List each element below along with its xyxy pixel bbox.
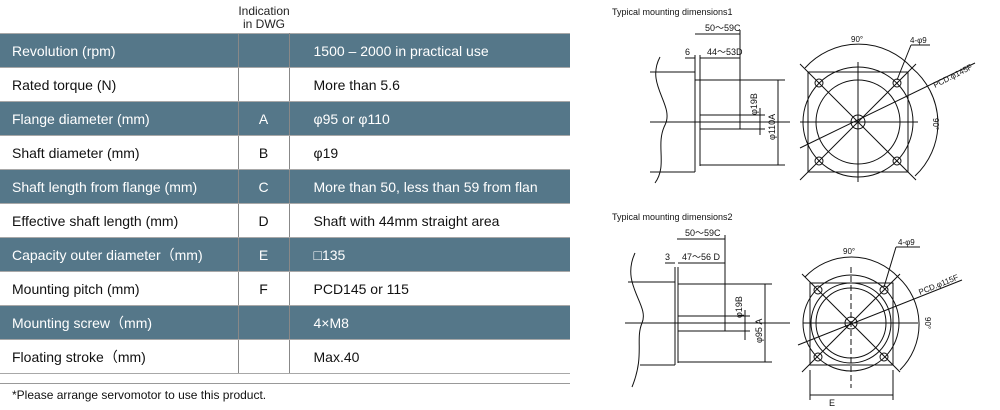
dwg-indication: F bbox=[237, 271, 290, 306]
dim-pcd: PCD.φ115F bbox=[917, 273, 959, 297]
dim-d: 44～53D bbox=[707, 47, 743, 57]
spec-table: Revolution (rpm) 1500 – 2000 in practical… bbox=[0, 33, 570, 374]
spec-value: □135 bbox=[289, 237, 570, 272]
dwg-indication bbox=[237, 67, 290, 102]
dim-angle: 90° bbox=[851, 35, 863, 44]
header-line-2: in DWG bbox=[243, 17, 285, 31]
dim-holes: 4-φ9 bbox=[910, 36, 927, 45]
spec-name: Floating stroke（mm) bbox=[0, 339, 238, 374]
dwg-indication: D bbox=[237, 203, 290, 238]
dwg-indication: B bbox=[237, 135, 290, 170]
dim-d: 47～56 D bbox=[682, 252, 721, 262]
drawing-title: Typical mounting dimensions1 bbox=[612, 7, 733, 17]
dim-b: φ19B bbox=[749, 93, 759, 115]
spec-value: More than 50, less than 59 from flan bbox=[289, 169, 570, 204]
spec-name: Capacity outer diameter（mm) bbox=[0, 237, 238, 272]
divider bbox=[0, 383, 570, 384]
spec-value: Max.40 bbox=[289, 339, 570, 374]
dwg-indication bbox=[237, 33, 290, 68]
table-row: Revolution (rpm) 1500 – 2000 in practical… bbox=[0, 33, 570, 68]
spec-name: Mounting screw（mm) bbox=[0, 305, 238, 340]
spec-value: φ19 bbox=[289, 135, 570, 170]
dim-flange: 3 bbox=[665, 252, 670, 262]
spec-value: 4×M8 bbox=[289, 305, 570, 340]
dwg-indication: A bbox=[237, 101, 290, 136]
spec-value: 1500 – 2000 in practical use bbox=[289, 33, 570, 68]
dwg-indication: C bbox=[237, 169, 290, 204]
table-row: Floating stroke（mm) Max.40 bbox=[0, 339, 570, 374]
dim-angle2: 90° bbox=[931, 118, 940, 130]
table-row: Capacity outer diameter（mm)E□135 bbox=[0, 237, 570, 272]
spec-name: Effective shaft length (mm) bbox=[0, 203, 238, 238]
dim-a: φ110A bbox=[767, 114, 777, 140]
spec-name: Flange diameter (mm) bbox=[0, 101, 238, 136]
spec-name: Revolution (rpm) bbox=[0, 33, 238, 68]
header-line-1: Indication bbox=[238, 4, 290, 18]
dim-a: φ95 A bbox=[754, 319, 764, 343]
dim-pcd: PCD.φ145F bbox=[932, 62, 974, 89]
spec-value: More than 5.6 bbox=[289, 67, 570, 102]
spec-name: Shaft length from flange (mm) bbox=[0, 169, 238, 204]
dim-angle2: 90° bbox=[923, 317, 932, 329]
mounting-drawing-1: Typical mounting dimensions1 50～59C 44～5… bbox=[612, 7, 976, 184]
dim-e: E bbox=[829, 398, 835, 408]
footnote: *Please arrange servomotor to use this p… bbox=[12, 388, 267, 402]
dwg-indication bbox=[237, 305, 290, 340]
table-row: Mounting screw（mm) 4×M8 bbox=[0, 305, 570, 340]
dwg-indication: E bbox=[237, 237, 290, 272]
dim-angle: 90° bbox=[843, 247, 855, 256]
mounting-drawing-2: Typical mounting dimensions2 50～59C 47～5… bbox=[612, 212, 963, 408]
dwg-indication bbox=[237, 339, 290, 374]
dim-holes: 4-φ9 bbox=[898, 238, 915, 247]
spec-value: Shaft with 44mm straight area bbox=[289, 203, 570, 238]
dim-c: 50～59C bbox=[685, 228, 721, 238]
dim-b: φ19B bbox=[734, 296, 744, 318]
spec-name: Rated torque (N) bbox=[0, 67, 238, 102]
spec-name: Mounting pitch (mm) bbox=[0, 271, 238, 306]
spec-value: φ95 or φ110 bbox=[289, 101, 570, 136]
drawing-title: Typical mounting dimensions2 bbox=[612, 212, 733, 222]
spec-name: Shaft diameter (mm) bbox=[0, 135, 238, 170]
spec-value: PCD145 or 115 bbox=[289, 271, 570, 306]
table-row: Rated torque (N) More than 5.6 bbox=[0, 67, 570, 102]
dim-flange: 6 bbox=[685, 47, 690, 57]
dim-c: 50～59C bbox=[705, 23, 741, 33]
